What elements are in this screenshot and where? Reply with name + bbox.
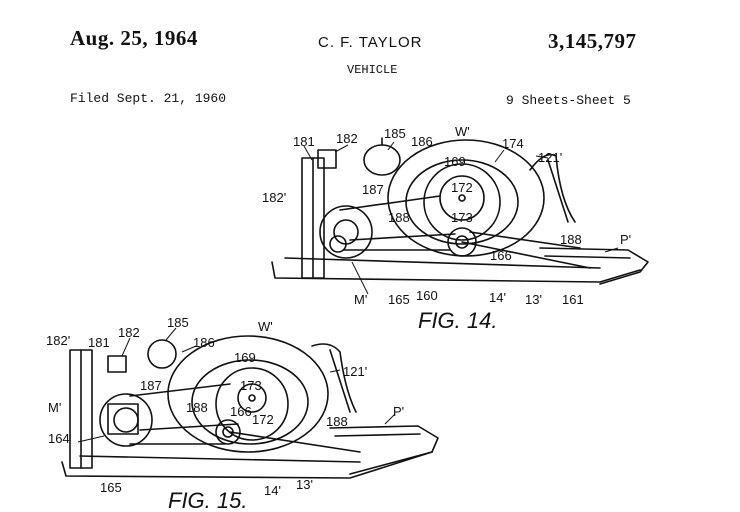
patent-number: 3,145,797	[548, 29, 637, 53]
label-165-fig14: 165	[388, 292, 410, 307]
label-p-fig15: P'	[393, 404, 404, 419]
figure-15-drawing	[61, 327, 439, 479]
label-166-fig14: 166	[490, 248, 512, 263]
label-182-prime-fig15: 182'	[46, 333, 70, 348]
label-m-fig15: M'	[48, 400, 61, 415]
label-13-fig15: 13'	[296, 477, 313, 492]
label-188-fig15: 188	[186, 400, 208, 415]
label-165-fig15: 165	[100, 480, 122, 495]
label-m-fig14: M'	[354, 292, 367, 307]
label-188b-fig14: 188	[560, 232, 582, 247]
label-160-fig14: 160	[416, 288, 438, 303]
label-14-fig14: 14'	[489, 290, 506, 305]
label-169-fig15: 169	[234, 350, 256, 365]
label-187-fig15: 187	[140, 378, 162, 393]
label-185-fig15: 185	[167, 315, 189, 330]
label-174-fig14: 174	[502, 136, 524, 151]
label-w-fig14: W'	[455, 124, 470, 139]
label-13-fig14: 13'	[525, 292, 542, 307]
label-14-fig15: 14'	[264, 483, 281, 498]
patent-date: Aug. 25, 1964	[70, 26, 198, 50]
patent-title: VEHICLE	[347, 63, 398, 77]
label-188-fig14: 188	[388, 210, 410, 225]
label-w-fig15: W'	[258, 319, 273, 334]
sheet-count: 9 Sheets-Sheet 5	[506, 93, 631, 108]
label-188b-fig15: 188	[326, 414, 348, 429]
figure-14-drawing	[271, 137, 649, 295]
label-164-fig15: 164	[48, 431, 70, 446]
label-181-fig15: 181	[88, 335, 110, 350]
label-182-prime-fig14: 182'	[262, 190, 286, 205]
label-187-fig14: 187	[362, 182, 384, 197]
label-185-fig14: 185	[384, 126, 406, 141]
inventor-name: C. F. TAYLOR	[318, 34, 423, 51]
label-121-fig14: 121'	[538, 150, 562, 165]
label-166-fig15: 166	[230, 404, 252, 419]
label-181-fig14: 181	[293, 134, 315, 149]
label-182-fig14: 182	[336, 131, 358, 146]
label-173-fig15: 173	[240, 378, 262, 393]
figure-15-caption: FIG. 15.	[168, 488, 247, 512]
figure-14-caption: FIG. 14.	[418, 308, 497, 333]
label-169-fig14: 169	[444, 154, 466, 169]
label-172-fig14: 172	[451, 180, 473, 195]
label-161-fig14: 161	[562, 292, 584, 307]
label-186-fig14: 186	[411, 134, 433, 149]
label-p-fig14: P'	[620, 232, 631, 247]
label-182-fig15: 182	[118, 325, 140, 340]
label-121-fig15: 121'	[343, 364, 367, 379]
label-186-fig15: 186	[193, 335, 215, 350]
label-172-fig15: 172	[252, 412, 274, 427]
label-173-fig14: 173	[451, 210, 473, 225]
filing-date: Filed Sept. 21, 1960	[70, 91, 227, 106]
